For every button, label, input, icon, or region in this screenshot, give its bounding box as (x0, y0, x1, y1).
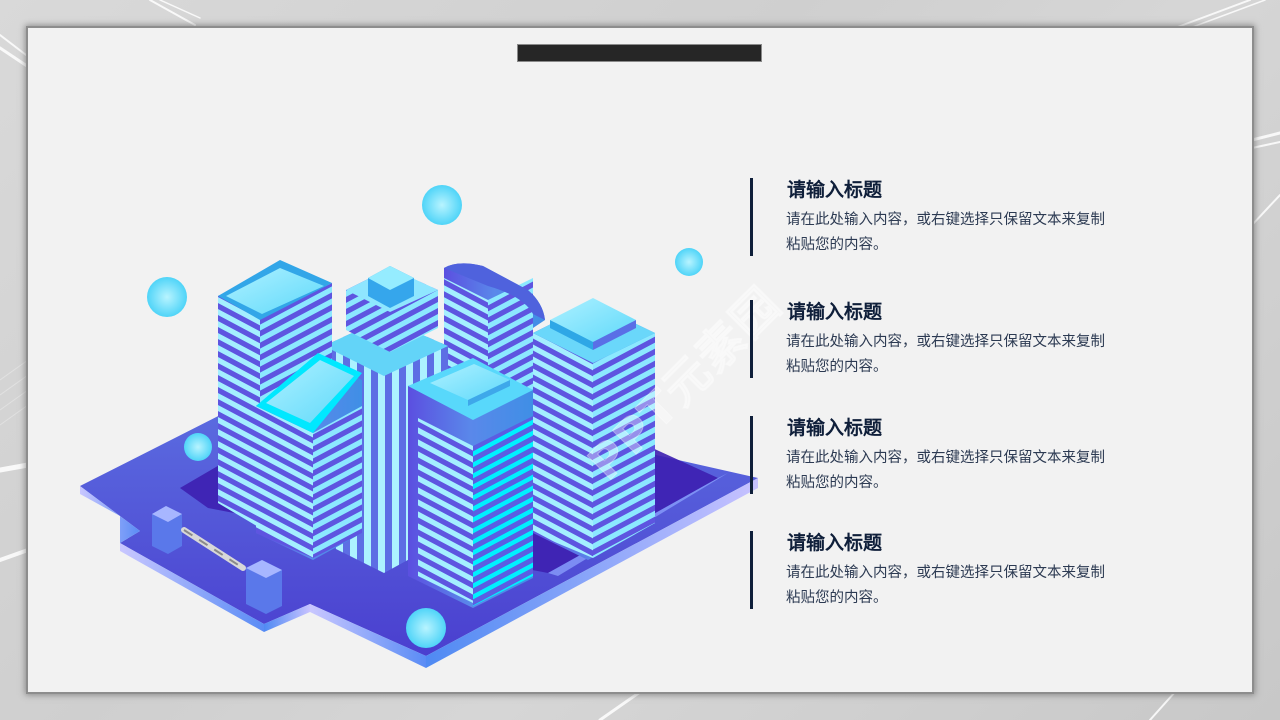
item-body[interactable]: 请在此处输入内容，或右键选择只保留文本来复制粘贴您的内容。 (786, 565, 1105, 606)
item-heading[interactable]: 请输入标题 (787, 179, 883, 201)
item-body[interactable]: 请在此处输入内容，或右键选择只保留文本来复制粘贴您的内容。 (786, 450, 1105, 491)
content-item-4: 请输入标题 请在此处输入内容，或右键选择只保留文本来复制粘贴您的内容。 (750, 531, 1150, 609)
content-item-2: 请输入标题 请在此处输入内容，或右键选择只保留文本来复制粘贴您的内容。 (750, 300, 1150, 378)
content-item-1: 请输入标题 请在此处输入内容，或右键选择只保留文本来复制粘贴您的内容。 (750, 178, 1150, 256)
content-item-3: 请输入标题 请在此处输入内容，或右键选择只保留文本来复制粘贴您的内容。 (750, 416, 1150, 494)
isometric-city-illustration (80, 185, 758, 668)
slide-title-placeholder-bar[interactable] (517, 44, 762, 62)
slide-card: PPT元素园 请输入标题 请在此处输入内容，或右键选择只保留文本来复制粘贴您的内… (28, 28, 1252, 692)
accent-bar (750, 300, 753, 378)
accent-bar (750, 531, 753, 609)
item-heading[interactable]: 请输入标题 (787, 301, 883, 323)
item-body[interactable]: 请在此处输入内容，或右键选择只保留文本来复制粘贴您的内容。 (786, 334, 1105, 375)
item-body[interactable]: 请在此处输入内容，或右键选择只保留文本来复制粘贴您的内容。 (786, 212, 1105, 253)
item-heading[interactable]: 请输入标题 (787, 532, 883, 554)
accent-bar (750, 416, 753, 494)
accent-bar (750, 178, 753, 256)
item-heading[interactable]: 请输入标题 (787, 417, 883, 439)
